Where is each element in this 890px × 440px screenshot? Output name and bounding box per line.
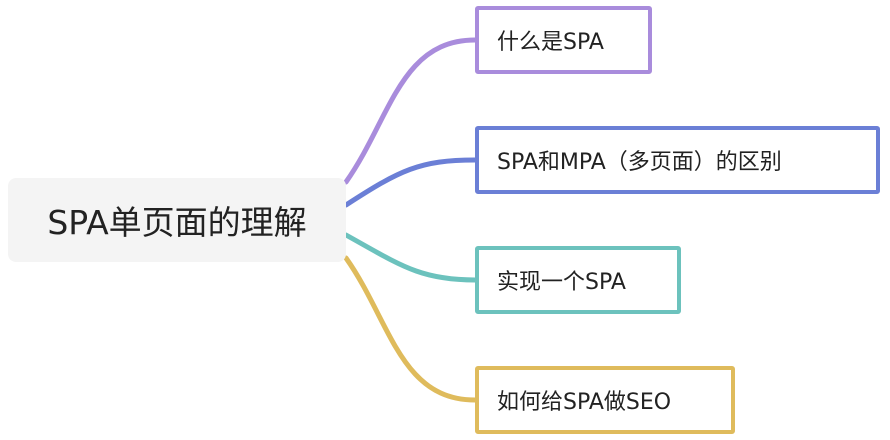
branch-topic-spa-seo[interactable]: 如何给SPA做SEO [475, 366, 735, 434]
branch-topic-implement-spa[interactable]: 实现一个SPA [475, 246, 681, 314]
branch-topic-spa-vs-mpa[interactable]: SPA和MPA（多页面）的区别 [475, 126, 880, 194]
branch-topic-label: 实现一个SPA [497, 270, 626, 295]
branch-topic-label: 什么是SPA [497, 30, 604, 55]
connector-branch-1 [343, 37, 478, 185]
connector-branch-3 [343, 232, 478, 283]
root-topic-label: SPA单页面的理解 [47, 203, 307, 242]
connector-branch-2 [343, 157, 478, 208]
branch-topic-label: SPA和MPA（多页面）的区别 [497, 150, 782, 175]
root-topic[interactable]: SPA单页面的理解 [8, 178, 346, 262]
branch-topic-label: 如何给SPA做SEO [497, 390, 672, 415]
connector-branch-4 [343, 255, 478, 403]
branch-topic-what-is-spa[interactable]: 什么是SPA [475, 6, 652, 74]
